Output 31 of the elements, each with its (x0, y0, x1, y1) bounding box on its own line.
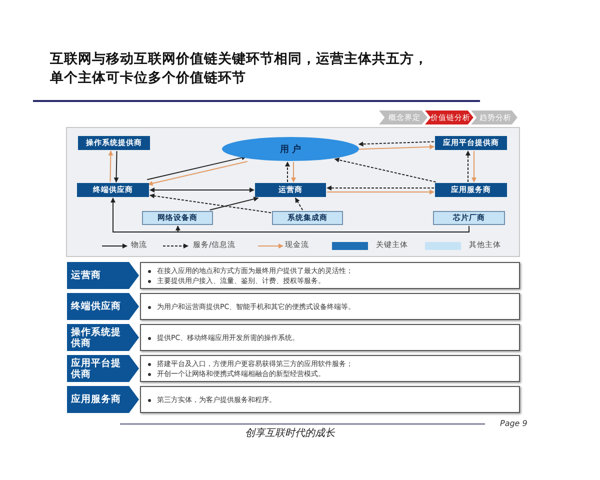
arrow (291, 162, 296, 182)
arrow (358, 141, 434, 147)
arrow (148, 161, 248, 186)
footer-slogan: 创享互联时代的成长 (244, 426, 336, 440)
arrow (294, 198, 304, 210)
arrow (358, 144, 435, 150)
arrow (146, 155, 247, 180)
arrow (334, 158, 436, 182)
arrow (150, 188, 254, 192)
arrow (150, 193, 272, 214)
arrow (108, 150, 114, 182)
description-box (140, 293, 520, 320)
arrow (209, 196, 259, 210)
arrow (114, 150, 119, 183)
arrow (285, 162, 290, 182)
row-label-tab: 运营商 (67, 262, 139, 289)
arrow (326, 186, 434, 190)
arrow (466, 150, 470, 182)
row-label-tab: 终端供应商 (67, 293, 139, 320)
arrow (175, 226, 470, 232)
description-box (140, 262, 520, 289)
row-label-tab: 操作系统提供商 (67, 324, 139, 351)
page-number: Page 9 (500, 419, 528, 428)
arrow (472, 150, 476, 182)
row-label-tab: 应用服务商 (67, 386, 139, 413)
description-box (140, 324, 520, 351)
row-label-tab: 应用平台提供商 (67, 355, 139, 382)
slide-title: 互联网与移动互联网价值链关键环节相同，运营主体共五方，单个主体可卡位多个价值链环节 (50, 50, 429, 88)
description-box (140, 386, 520, 413)
description-box (140, 355, 520, 382)
arrow (326, 190, 434, 194)
